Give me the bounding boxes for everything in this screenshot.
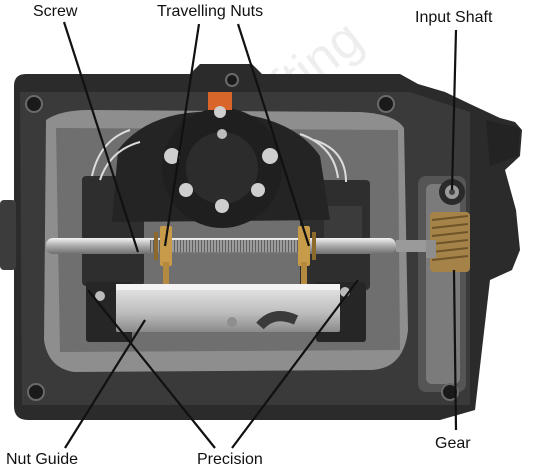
label-travelling-nuts: Travelling Nuts bbox=[157, 3, 264, 20]
nut-guide bbox=[116, 284, 340, 332]
screw-leader-line bbox=[62, 21, 140, 253]
gear-leader-line bbox=[452, 269, 458, 431]
switch-wires bbox=[91, 129, 347, 183]
housing-bolts bbox=[25, 73, 459, 401]
label-precision: Precision bbox=[197, 451, 263, 468]
precision-screw bbox=[46, 238, 430, 254]
input-shaft-leader-line bbox=[450, 29, 458, 191]
label-input-shaft: Input Shaft bbox=[415, 9, 493, 26]
nut-guide-leader-line bbox=[64, 319, 146, 449]
label-nut-guide: Nut Guide bbox=[6, 451, 79, 468]
precision-leader-left bbox=[87, 289, 216, 449]
input-shaft bbox=[439, 179, 465, 205]
label-screw: Screw bbox=[33, 3, 78, 20]
travelling-nuts-leader-left bbox=[163, 23, 201, 247]
worm-gear bbox=[426, 212, 470, 272]
precision-leader-right bbox=[231, 279, 359, 449]
travelling-nuts-leader-right bbox=[236, 23, 311, 247]
callout-lines bbox=[62, 21, 458, 449]
label-gear: Gear bbox=[435, 435, 471, 452]
travelling-nut-right bbox=[298, 226, 316, 290]
